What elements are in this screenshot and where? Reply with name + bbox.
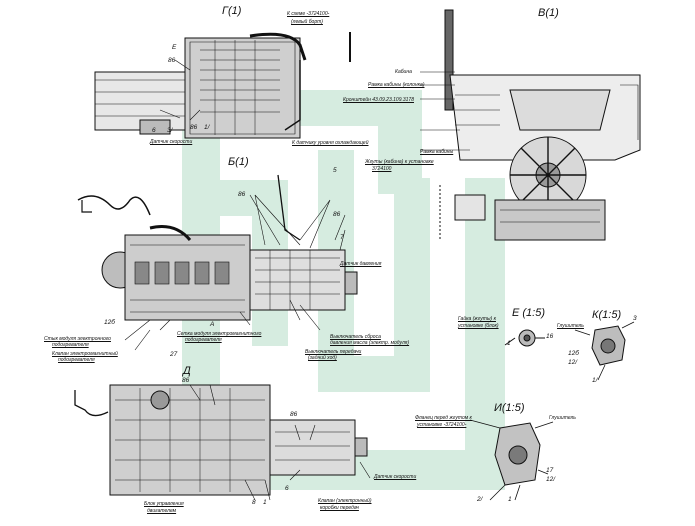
view-title-g: Г(1): [222, 5, 242, 17]
callout-i-1: 1: [508, 496, 512, 503]
note-e-2: установке (блок): [458, 323, 499, 329]
callout-b-12b: 12б: [104, 319, 115, 326]
engine-view-d: [74, 384, 368, 496]
note-k-ground: Глушитель: [557, 323, 584, 329]
callout-g-1: 1/: [204, 124, 210, 131]
note-g-bottom-right: К датчику уровня охлаждающей: [292, 140, 369, 146]
detail-view-i: [469, 419, 554, 501]
view-title-v: В(1): [538, 7, 559, 19]
callout-i-12: 12/: [546, 476, 556, 483]
note-v-4: Жгуты (кабина) к установке: [365, 159, 434, 165]
callout-i-2: 2/: [477, 496, 483, 503]
callout-k-12: 12/: [568, 359, 578, 366]
callout-k-1: 1/: [592, 377, 598, 384]
callout-b-7: 7: [340, 234, 344, 241]
callout-g-6: 6: [152, 127, 156, 134]
note-b-mid1b: подогревателя: [185, 337, 222, 343]
callout-b-5: 5: [333, 167, 337, 174]
callout-b-a: А: [210, 321, 215, 328]
note-i-ground: Глушитель: [549, 415, 576, 421]
detail-view-k: [574, 321, 635, 381]
callout-g-3: 3/: [167, 127, 173, 134]
engine-view-b: [77, 174, 358, 321]
note-b-left1: Стык модуля электронного: [44, 336, 111, 342]
callout-d-6: 6: [285, 485, 289, 492]
leader-lines: [124, 59, 470, 501]
view-title-k: К(1:5): [592, 309, 622, 321]
callout-e-1: 1: [507, 340, 511, 347]
callout-i-17: 17: [546, 467, 554, 474]
view-title-i: И(1:5): [494, 402, 525, 414]
callout-e-16: 16: [546, 333, 554, 340]
view-title-d: Д: [183, 365, 191, 377]
callout-g-86: 86: [168, 57, 176, 64]
cab-view-v: [439, 9, 641, 241]
note-e-1: Гайка (жгуты) к: [458, 316, 496, 322]
note-d-bottom1b: двигателем: [147, 508, 177, 514]
engine-view-g: [94, 32, 351, 139]
note-v-2: Рамка кабины (колонка): [368, 82, 425, 88]
note-b-left2b: подогревателя: [58, 357, 95, 363]
note-v-1: Кабина: [395, 69, 412, 75]
callout-b-86: 86: [238, 191, 246, 198]
callout-d-1: 1: [263, 499, 267, 506]
callout-d-86: 86: [182, 377, 190, 384]
note-b-right: Датчик давления: [340, 261, 382, 267]
note-d-bottom2b: коробки передач: [320, 505, 359, 511]
callout-g-86b: 86: [190, 124, 198, 131]
callout-g-e: Е: [172, 44, 177, 51]
callout-k-3: 3: [633, 315, 637, 322]
note-b-mid2b: давления масла (электр. модуля): [330, 340, 410, 346]
note-b-mid1: Сетка модуля электромагнитного: [177, 331, 262, 337]
note-b-left1b: подогревателя: [52, 342, 89, 348]
note-v-5: 3724100: [372, 166, 392, 172]
note-v-6: Рамка кабины: [420, 149, 454, 155]
view-title-e: Е (1:5): [512, 307, 546, 319]
callout-k-12b: 12б: [568, 350, 579, 357]
note-b-left2: Клапан электромагнитный: [52, 351, 118, 357]
note-i-1: Фланец перед жгутом к: [415, 415, 472, 421]
callout-d-86b: 86: [290, 411, 298, 418]
note-g-bottom-left: Датчик скорости: [150, 139, 193, 145]
note-v-3: Кронштейн 43.09.23.109.3178: [343, 97, 414, 103]
callout-b-27: 27: [170, 351, 178, 358]
note-d-bottom1: Блок управления: [144, 501, 184, 507]
note-b-mid2: Выключатель сброса: [330, 334, 381, 340]
view-title-b: Б(1): [228, 156, 249, 168]
note-g-top-ref: К схеме -3724100-: [287, 11, 330, 17]
note-d-bottom2: Клапан (электронный): [318, 498, 372, 504]
note-b-mid3: Выключатель передачи: [305, 349, 362, 355]
detail-view-e: [504, 329, 545, 347]
callout-d-8: 8: [252, 499, 256, 506]
note-d-right: Датчик скорости: [374, 474, 417, 480]
note-g-top-ref2: (левый борт): [291, 19, 323, 25]
callout-b-86b: 86: [333, 211, 341, 218]
note-i-2: установке -3724100-: [417, 422, 467, 428]
note-b-mid3b: (задний ход): [308, 355, 337, 361]
